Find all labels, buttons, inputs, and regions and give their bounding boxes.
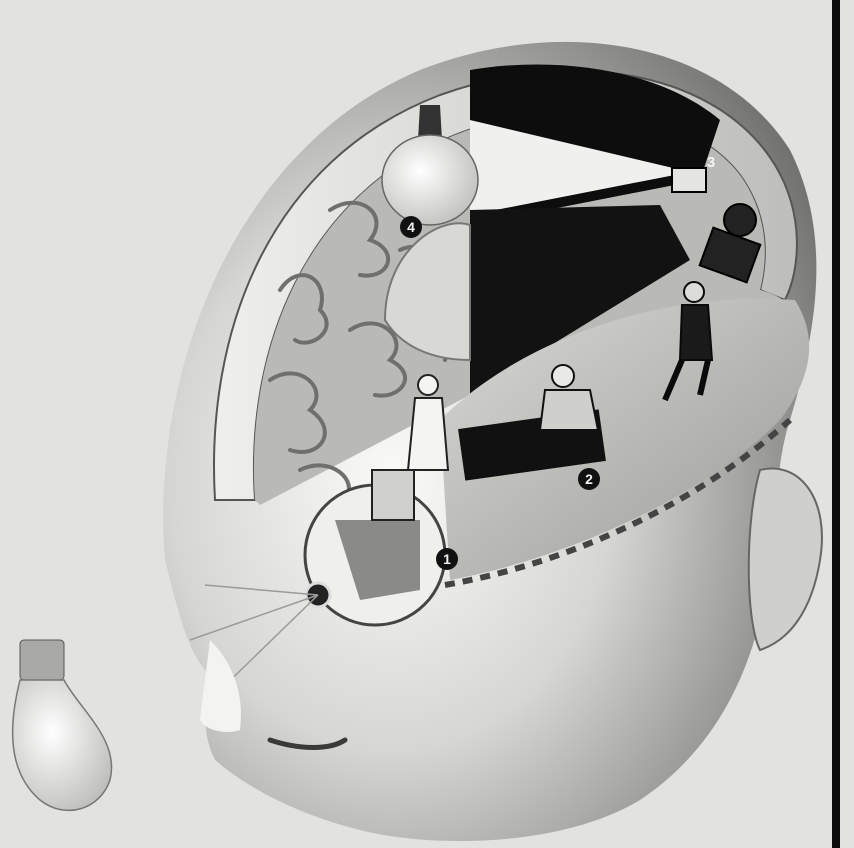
right-edge-border bbox=[832, 0, 840, 848]
marker-2: 2 bbox=[578, 468, 600, 490]
marker-3: 3 bbox=[700, 152, 722, 174]
spare-lightbulb bbox=[13, 640, 112, 810]
marker-1: 1 bbox=[436, 548, 458, 570]
marker-4: 4 bbox=[400, 216, 422, 238]
ear bbox=[749, 468, 822, 650]
